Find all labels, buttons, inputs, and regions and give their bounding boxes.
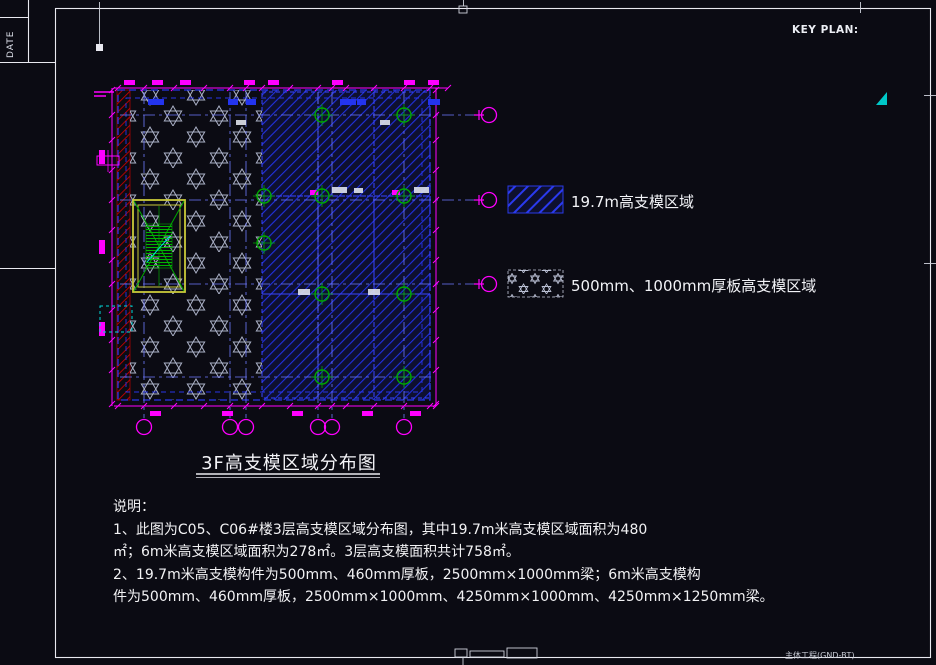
red-edge-strip	[116, 89, 131, 401]
plan-title: 3F高支模区域分布图	[201, 453, 377, 474]
axis-centerlines	[120, 92, 480, 418]
notes-line: ㎡；6m米高支模区域面积为278㎡。3层高支模面积共计758㎡。	[113, 544, 520, 560]
dimension-text-blocks	[99, 80, 440, 416]
detail-callouts	[99, 305, 133, 333]
legend-label-thick-slab: 500mm、1000mm厚板高支模区域	[571, 277, 817, 295]
plan-title-underline	[196, 473, 380, 478]
dimension-lines	[94, 84, 484, 410]
stair-core	[132, 199, 186, 293]
titleblock-text: 主体工程(GND-BT)	[785, 651, 855, 660]
key-plan-label: KEY PLAN:	[792, 24, 859, 36]
notes-line: 1、此图为C05、C06#楼3层高支模区域分布图，其中19.7m米高支模区域面积…	[113, 521, 648, 538]
high-formwork-hatch-region	[262, 90, 430, 400]
legend-swatch-thick-slab	[507, 269, 564, 298]
notes-line: 件为500mm、460mm厚板，2500mm×1000mm、4250mm×100…	[113, 589, 774, 605]
legend-swatch-high-formwork	[507, 185, 564, 214]
notes-line: 2、19.7m米高支模构件为500mm、460mm厚板，2500mm×1000m…	[113, 566, 701, 583]
date-label: DATE	[6, 30, 16, 58]
north-corner-glyph	[876, 92, 887, 105]
legend-label-high-formwork: 19.7m高支模区域	[571, 193, 695, 211]
notes-block: 说明： 1、此图为C05、C06#楼3层高支模区域分布图，其中19.7m米高支模…	[113, 496, 774, 609]
legend-swatches	[507, 185, 564, 298]
sheet-edge-marks	[96, 0, 936, 665]
notes-heading: 说明：	[113, 499, 155, 515]
